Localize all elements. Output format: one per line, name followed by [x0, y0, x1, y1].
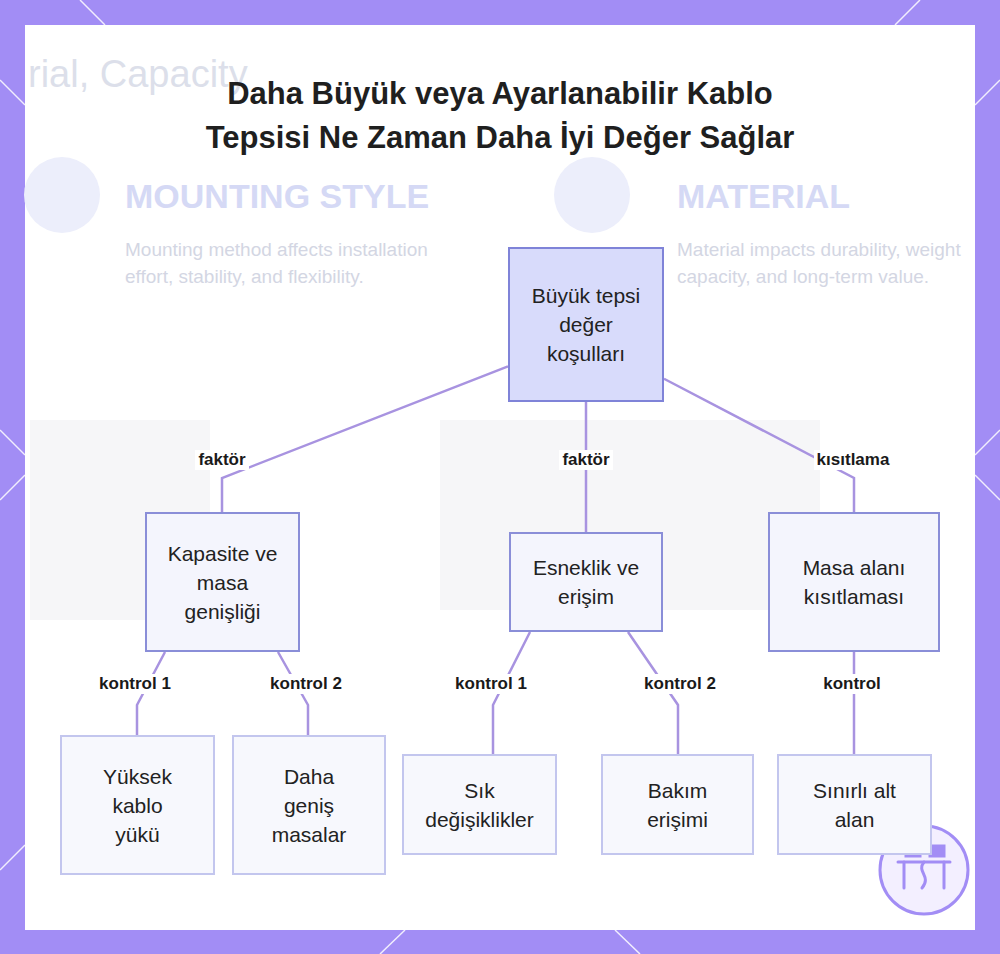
box-label: Yüksek kablo yükü	[88, 762, 188, 849]
edge-label: kontrol	[820, 674, 884, 694]
watermark-text: MOUNTING STYLE	[125, 172, 485, 220]
watermark-text: Mounting method affects installation eff…	[125, 236, 445, 290]
connector-line	[853, 652, 856, 754]
box-label: Masa alanı kısıtlaması	[794, 553, 914, 611]
edge-label: kontrol 2	[641, 674, 719, 694]
connector-line	[664, 379, 854, 512]
diagram-title: Daha Büyük veya Ayarlanabilir Kablo Teps…	[190, 72, 810, 160]
box-label: Büyük tepsi değer koşulları	[531, 281, 641, 368]
process-box: Sınırlı alt alan	[777, 754, 932, 855]
edge-label: kontrol 1	[452, 674, 530, 694]
process-box: Daha geniş masalar	[232, 735, 386, 875]
watermark-text: MATERIAL	[677, 172, 977, 220]
process-box: Esneklik ve erişim	[509, 532, 663, 632]
connector-line	[222, 366, 508, 512]
process-box: Masa alanı kısıtlaması	[768, 512, 940, 652]
box-label: Sık değişiklikler	[412, 776, 547, 834]
box-label: Kapasite ve masa genişliği	[160, 539, 285, 626]
process-box: Bakım erişimi	[601, 754, 754, 855]
box-label: Bakım erişimi	[623, 776, 733, 834]
box-label: Sınırlı alt alan	[797, 776, 912, 834]
watermark-text: Material impacts durability, weight capa…	[677, 236, 967, 290]
edge-label: faktör	[559, 450, 612, 470]
box-label: Esneklik ve erişim	[524, 553, 649, 611]
edge-label: kısıtlama	[814, 450, 893, 470]
process-box: Büyük tepsi değer koşulları	[508, 247, 664, 402]
edge-label: kontrol 1	[96, 674, 174, 694]
box-label: Daha geniş masalar	[259, 762, 359, 849]
process-box: Kapasite ve masa genişliği	[145, 512, 300, 652]
edge-label: kontrol 2	[267, 674, 345, 694]
edge-label: faktör	[195, 450, 248, 470]
process-box: Yüksek kablo yükü	[60, 735, 215, 875]
process-box: Sık değişiklikler	[402, 754, 557, 855]
